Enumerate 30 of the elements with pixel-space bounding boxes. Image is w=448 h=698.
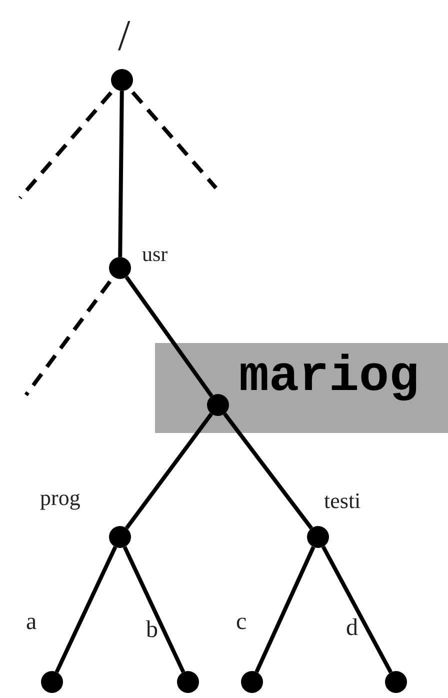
tree-branch-line: [321, 546, 393, 674]
directory-name: c: [236, 610, 247, 634]
dashed-branch-line: [24, 280, 112, 396]
tree-node-dot: [111, 69, 133, 91]
tree-branch-line: [54, 546, 118, 673]
tree-branch-line: [223, 412, 313, 530]
directory-label: mariog: [239, 353, 420, 403]
tree-node-dot: [41, 671, 63, 693]
directory-name: usr: [142, 244, 168, 265]
tree-branch-line: [254, 546, 316, 673]
tree-branch-line: [118, 90, 124, 258]
dashed-branch-line: [131, 90, 218, 190]
tree-node-dot: [109, 257, 131, 279]
directory-name: testi: [324, 490, 361, 512]
tree-node-dot: [177, 671, 199, 693]
tree-node-dot: [385, 671, 407, 693]
directory-name: /: [118, 14, 130, 58]
highlight-band: [155, 343, 448, 433]
tree-node-dot: [307, 526, 329, 548]
directory-name: prog: [40, 487, 80, 509]
directory-name: a: [26, 610, 37, 634]
tree-node-dot: [241, 671, 263, 693]
tree-branch-line: [122, 546, 186, 673]
tree-branch-line: [124, 276, 214, 398]
dashed-branch-line: [18, 91, 113, 200]
directory-name: d: [346, 616, 358, 640]
directory-name: b: [146, 618, 158, 642]
tree-node-dot: [109, 526, 131, 548]
tree-node-dot: [207, 394, 229, 416]
tree-branch-line: [124, 412, 214, 530]
